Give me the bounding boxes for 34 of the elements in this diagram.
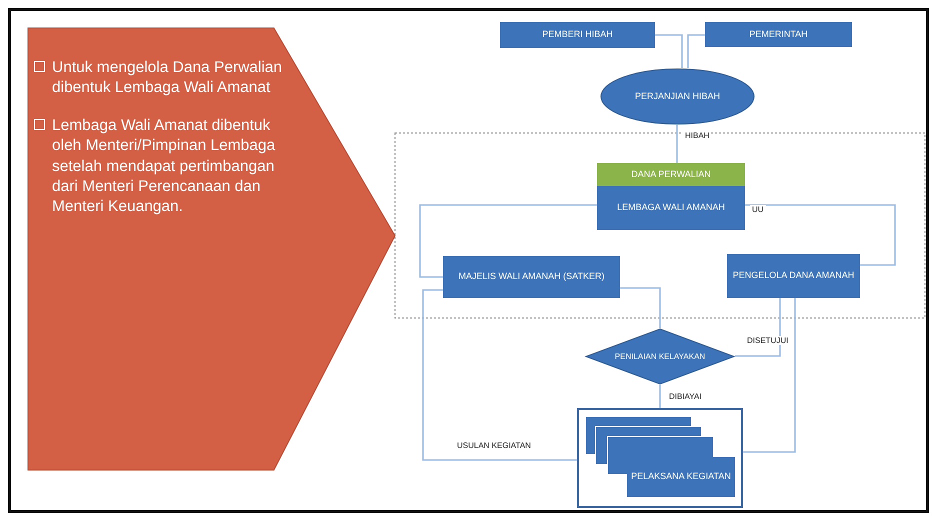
edge-label: DIBIAYAI [667, 392, 704, 401]
connector [735, 298, 781, 357]
connector [422, 289, 577, 461]
edge-label: HIBAH [683, 131, 712, 140]
connector [745, 204, 896, 266]
node-text: PENILAIAN KELAYAKAN [614, 352, 706, 362]
process-box [597, 186, 745, 230]
connector [687, 34, 705, 68]
connector [419, 204, 597, 278]
node-text: MAJELIS WALI AMANAH (SATKER) [458, 271, 605, 283]
node-text: PEMERINTAH [749, 28, 808, 40]
connector [659, 385, 661, 408]
node-text: PEMBERI HIBAH [542, 29, 613, 41]
process-box [500, 22, 655, 48]
process-box [705, 22, 852, 47]
edge-label: DISETUJUI [745, 336, 790, 345]
process-box [597, 163, 745, 186]
node-text: LEMBAGA WALI AMANAH [617, 202, 725, 214]
group-box [577, 408, 743, 508]
node-text: DANA PERWALIAN [631, 168, 711, 180]
process-box [727, 254, 860, 298]
connector [620, 287, 661, 328]
edge-label: USULAN KEGIATAN [455, 441, 533, 450]
node-text: PENGELOLA DANA AMANAH [732, 270, 854, 282]
bullet-text: Lembaga Wali Amanat dibentuk oleh Menteri/Pimpinan Lembaga setelah mendapat pertimbangan dari Menteri Perencanaan dan Menteri Keuangan. [52, 117, 276, 215]
node-text: PERJANJIAN HIBAH [634, 90, 720, 102]
node-text: PELAKSANA KEGIATAN [631, 471, 731, 483]
connector [676, 125, 678, 163]
connector [743, 298, 796, 453]
process-box [627, 457, 735, 497]
connector [655, 34, 683, 68]
note-label: UU [750, 205, 766, 214]
bullet-text: Untuk mengelola Dana Perwalian dibentuk Lembaga Wali Amanat [52, 59, 282, 96]
process-box [443, 256, 620, 298]
